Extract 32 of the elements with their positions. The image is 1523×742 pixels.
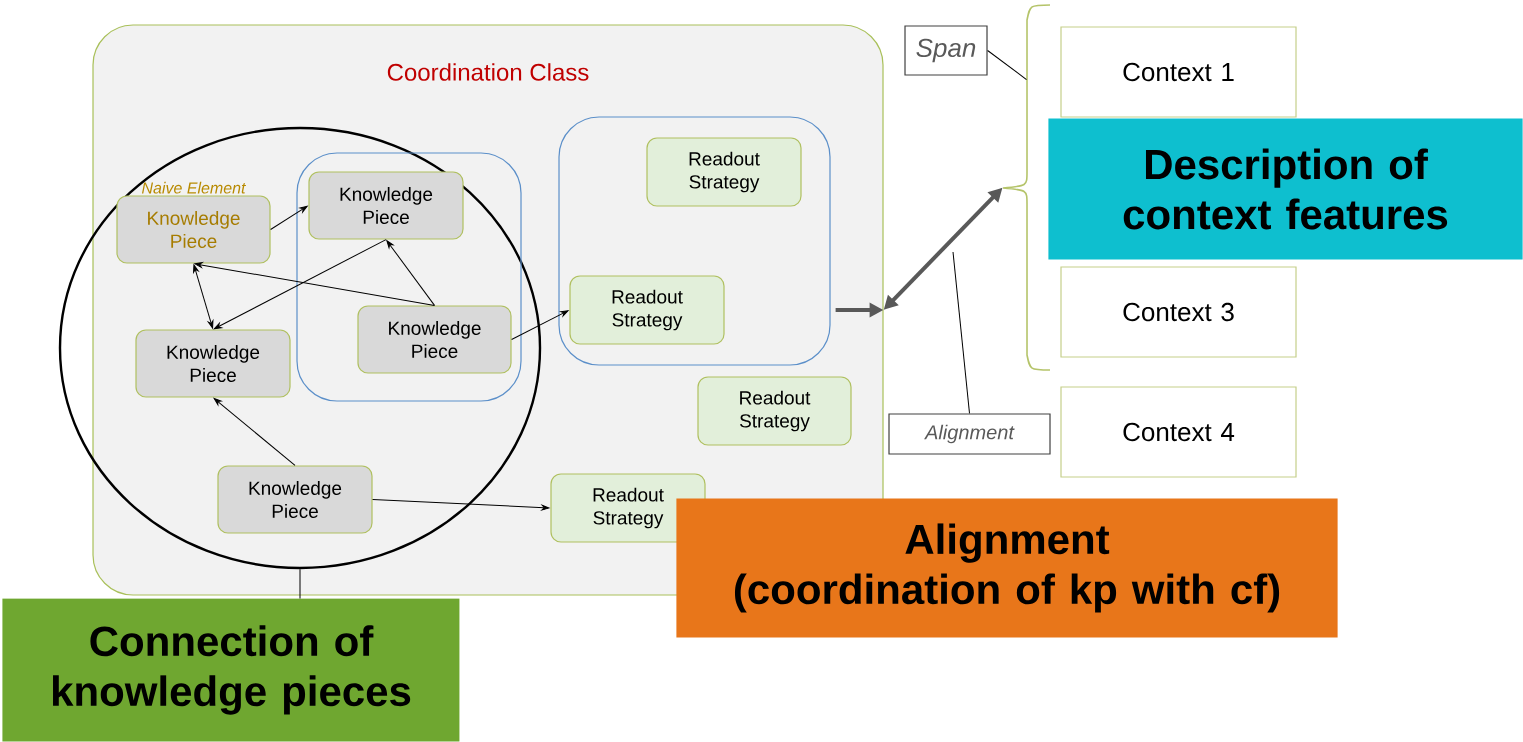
readout-strategy-box: Readout Strategy (697, 376, 852, 446)
element-caption: Naive Element (142, 181, 247, 194)
knowledge-piece-box: Knowledge Piece (116, 195, 271, 264)
context-box: Context 4 (1060, 386, 1297, 478)
curly-brace (1002, 4, 1051, 371)
arrow (372, 499, 550, 511)
circle-outline (58, 126, 542, 570)
arrow (511, 310, 569, 340)
span-label-box: Span (904, 25, 988, 76)
group-frame (558, 116, 831, 366)
knowledge-piece-box: Knowledge Piece (217, 465, 373, 534)
readout-strategy-box: Readout Strategy (646, 137, 802, 207)
context-box: Context 3 (1060, 266, 1297, 358)
leader-line (987, 50, 1027, 81)
leader-line (299, 568, 301, 599)
arrow (194, 262, 435, 306)
leader-line (952, 251, 970, 414)
knowledge-piece-box: Knowledge Piece (357, 305, 512, 374)
knowledge-piece-box: Knowledge Piece (308, 171, 464, 240)
connection-banner: Connection of knowledge pieces (2, 598, 460, 742)
alignment-label-box: Alignment (888, 413, 1051, 455)
arrow (213, 398, 296, 466)
arrow (213, 239, 387, 330)
alignment-banner: Alignment (coordination of kp with cf) (676, 498, 1338, 638)
arrow (386, 240, 435, 306)
description-banner: Description of context features (1048, 118, 1523, 260)
readout-strategy-box: Readout Strategy (569, 275, 725, 345)
arrow (270, 205, 308, 230)
context-box: Context 1 (1060, 26, 1297, 118)
knowledge-piece-box: Knowledge Piece (135, 329, 291, 398)
group-frame (296, 152, 522, 402)
arrow (193, 264, 214, 329)
